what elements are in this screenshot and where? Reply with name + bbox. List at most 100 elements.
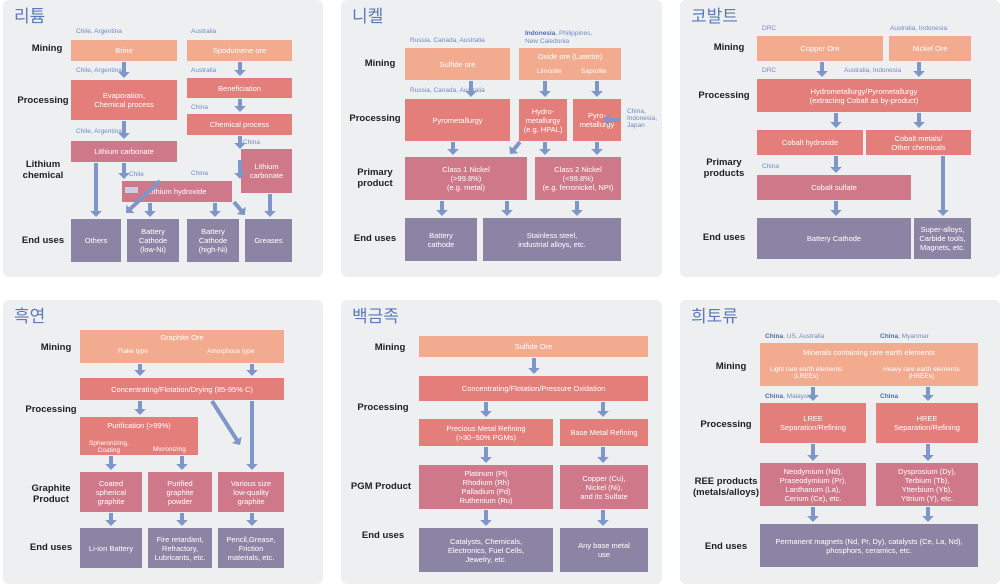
country-label: Chile, Argentina: [76, 67, 122, 74]
hydro-pyro-box: Hydrometallurgy/Pyrometallurgy (extracti…: [757, 79, 971, 112]
base-metals-box: Copper (Cu), Nickel (Ni), and its Sulfat…: [560, 465, 648, 509]
country-label-philippines: , Philippines,: [555, 30, 593, 37]
chemical-process-box: Chemical process: [187, 114, 292, 135]
country-label-malaysia: , Malaysia: [783, 393, 813, 400]
country-label: New Caledonia: [525, 38, 570, 45]
stage-mining: Mining: [31, 43, 63, 54]
stage-primary: Primary products: [703, 157, 745, 179]
country-label: Australia, Indonesia: [844, 67, 902, 74]
stage-end: End uses: [21, 235, 65, 246]
greases-box: Greases: [245, 219, 292, 262]
light-products-box: Neodymium (Nd), Praseodymium (Pr), Lanth…: [760, 463, 866, 506]
base-refining-box: Base Metal Refining: [560, 419, 648, 446]
cathode-highni-box: Battery Cathode (high-Ni): [187, 219, 239, 262]
country-label-indonesia: Indonesia: [525, 30, 556, 37]
graphite-panel: 흑연 Mining Processing Graphite Product En…: [3, 300, 323, 584]
panel-title: 리튬: [14, 7, 46, 27]
country-label-china: China: [880, 333, 899, 340]
lree-separation-box: LREE Separation/Refining: [760, 403, 866, 443]
stage-products: REE products (metals/alloys): [693, 476, 759, 498]
stage-end: End uses: [361, 530, 405, 541]
graphite-ore-box: Graphite Ore: [80, 330, 284, 363]
oxide-ore-box: Oxide ore (Laterite): [519, 48, 621, 80]
stage-product: PGM Product: [350, 481, 412, 492]
lithium-panel: 리튬 Mining Processing Lithium chemical En…: [3, 0, 323, 277]
country-label: China, US, Australia: [765, 333, 824, 340]
copper-ore-box: Copper Ore: [757, 36, 883, 61]
heavy-products-box: Dysprosium (Dy), Terbium (Tb), Ytterbium…: [876, 463, 978, 506]
panel-title: 코발트: [691, 7, 738, 27]
purification-box: Purification (>99%): [80, 417, 198, 455]
stage-processing: Processing: [698, 90, 750, 101]
country-label: DRC: [762, 25, 777, 32]
concentrating-box: Concentrating/Flotation/Drying (85-95% C…: [80, 378, 284, 400]
panel-title: 니켈: [352, 7, 384, 27]
country-label: China, Myanmar: [880, 333, 929, 340]
country-label: Chile, Argentina: [76, 128, 122, 135]
stage-processing: Processing: [17, 95, 69, 106]
stage-end: End uses: [353, 233, 397, 244]
panel-title: 흑연: [14, 307, 46, 327]
country-label-china: China: [880, 393, 899, 400]
sulfide-ore-box: Sulfide Ore: [419, 336, 648, 357]
stage-mining: Mining: [40, 342, 72, 353]
nickel-panel: 니켈 Mining Processing Primary product End…: [341, 0, 662, 277]
liion-battery-box: Li-ion Battery: [80, 528, 142, 568]
hree-separation-box: HREE Separation/Refining: [876, 403, 978, 443]
lithium-carbonate-box-2: Lithium carbonate: [241, 149, 292, 193]
precious-refining-box: Precious Metal Refining (>30~50% PGMs): [419, 419, 553, 446]
ree-panel: 희토류 Mining Processing REE products (meta…: [680, 300, 1000, 584]
country-label: China: [191, 170, 208, 177]
stage-end: End uses: [702, 232, 746, 243]
stage-mining: Mining: [713, 42, 745, 53]
stage-processing: Processing: [700, 419, 752, 430]
any-base-metal-box: Any base metal use: [560, 528, 648, 572]
country-label: China, Indonesia, Japan: [627, 108, 657, 130]
hree-label: Heavy rare earth elements (HREEs): [883, 366, 960, 381]
brine-box: Brine: [71, 40, 177, 61]
stage-processing: Processing: [349, 113, 401, 124]
evaporation-box: Evaporation, Chemical process: [71, 80, 177, 120]
beneficiation-box: Beneficiation: [187, 78, 292, 98]
pencil-grease-box: Pencil,Grease, Friction materials, etc.: [218, 528, 284, 568]
stage-end: End uses: [704, 541, 748, 552]
spheronizing-label: Spheronizing, Coating: [89, 440, 129, 455]
stage-end: End uses: [29, 542, 73, 553]
spodumene-box: Spodumene ore: [187, 40, 292, 61]
country-label: Chile, Argentina: [76, 28, 122, 35]
country-label-myanmar: , Myanmar: [898, 333, 929, 340]
country-label: Russia, Canada, Australia: [410, 37, 485, 44]
stainless-steel-box: Stainless steel, industrial alloys, etc.: [483, 218, 621, 261]
country-label-china: China: [765, 333, 784, 340]
country-label: China: [762, 163, 779, 170]
cobalt-sulfate-box: Cobalt sulfate: [757, 175, 911, 200]
country-label: DRC: [762, 67, 777, 74]
cobalt-panel: 코발트 Mining Processing Primary products E…: [680, 0, 1000, 277]
micronizing-label: Micronizing: [153, 446, 186, 453]
battery-cathode-box: Battery Cathode: [757, 218, 911, 259]
permanent-magnets-box: Permanent magnets (Nd, Pr, Dy), catalyst…: [760, 524, 978, 567]
hydrometallurgy-box: Hydro- metallurgy (e.g. HPAL): [519, 99, 567, 141]
panel-title: 백금족: [352, 307, 399, 327]
pyrometallurgy-box: Pyrometallurgy: [405, 99, 510, 141]
stage-mining: Mining: [715, 361, 747, 372]
panel-title: 희토류: [691, 307, 738, 327]
various-graphite-box: Various size low-quality graphite: [218, 472, 284, 512]
flake-type-label: Flake type: [118, 348, 148, 355]
superalloys-box: Super-alloys, Carbide tools, Magnets, et…: [914, 218, 971, 259]
coated-graphite-box: Coated spherical graphite: [80, 472, 142, 512]
stage-processing: Processing: [25, 404, 77, 415]
pyrometallurgy-box-2: Pyro- metallurgy: [573, 99, 621, 141]
lithium-hydroxide-box: Lithium hydroxide: [122, 181, 232, 202]
country-label: Australia: [191, 28, 217, 35]
others-box: Others: [71, 219, 121, 262]
cobalt-hydroxide-box: Cobalt hydroxide: [757, 130, 863, 155]
minerals-box: Minerals containing rare earth elements: [760, 343, 978, 386]
lree-label: Light rare earth elements (LREEs): [770, 366, 843, 381]
fire-retardant-box: Fire retardant, Refractory, Lubricants, …: [148, 528, 212, 568]
stage-processing: Processing: [357, 402, 409, 413]
country-label: Chile: [129, 171, 144, 178]
class1-nickel-box: Class 1 Nickel (>99.8%) (e.g. metal): [405, 157, 527, 200]
stage-primary: Primary product: [357, 167, 393, 189]
saprolite-label: Saprolite: [581, 68, 607, 75]
